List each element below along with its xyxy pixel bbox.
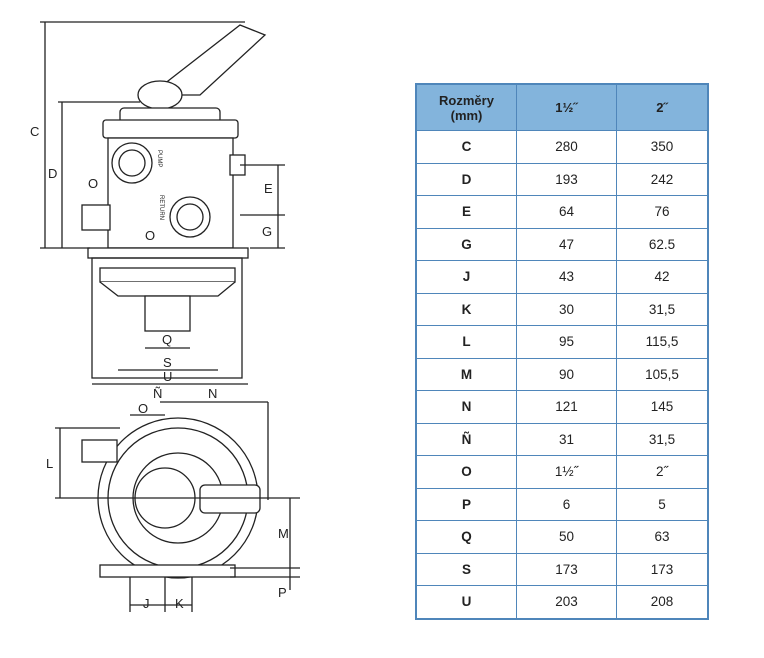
dimension-value: 50 [516,520,617,554]
dimension-value: 43 [516,260,617,294]
dimension-value: 30 [516,292,617,326]
dimension-value: 90 [516,357,617,391]
label-n: N [208,386,217,401]
label-g: G [262,224,272,239]
dimension-value: 115,5 [616,325,709,359]
header-line1: Rozměry [439,92,494,108]
dimension-value: 63 [616,520,709,554]
dimension-value: 5 [616,487,709,521]
dimension-value: 105,5 [616,357,709,391]
dimension-key: E [415,195,517,229]
dimension-value: 193 [516,162,617,196]
dimension-value: 62.5 [616,227,709,261]
dimension-value: 121 [516,390,617,424]
dimension-value: 47 [516,227,617,261]
dimension-key: O [415,455,517,489]
dimension-value: 31 [516,422,617,456]
dimension-value: 145 [616,390,709,424]
dimension-key: P [415,487,517,521]
label-o-top: O [88,176,98,191]
label-d: D [48,166,57,181]
label-o-mid: O [145,228,155,243]
label-s: S [163,355,172,370]
label-l: L [46,456,53,471]
return-text: RETURN [158,195,164,220]
header-size-2: 2˝ [616,83,709,131]
dimension-value: 31,5 [616,422,709,456]
dimension-value: 173 [616,552,709,586]
dimension-value: 203 [516,585,617,619]
header-dimensions: Rozměry(mm) [415,83,517,131]
dimension-key: S [415,552,517,586]
label-c: C [30,124,39,139]
label-m: M [278,526,289,541]
label-n-tilde: Ñ [153,386,162,401]
dimension-value: 350 [616,130,709,164]
dimension-key: J [415,260,517,294]
dimension-value: 242 [616,162,709,196]
dimension-value: 95 [516,325,617,359]
dimension-key: Ñ [415,422,517,456]
dimension-key: Q [415,520,517,554]
dimension-value: 173 [516,552,617,586]
label-o-bottom: O [138,401,148,416]
dimension-value: 280 [516,130,617,164]
label-u: U [163,369,172,384]
dimension-value: 31,5 [616,292,709,326]
header-line2: (mm) [450,107,483,123]
table-header-row: Rozměry(mm) 1½˝ 2˝ [415,83,709,131]
valve-dimension-diagram: C D O E O G Q S U Ñ N O L M P J K PUMP R… [30,21,300,612]
dimension-key: K [415,292,517,326]
dimension-key: G [415,227,517,261]
dimension-value: 2˝ [616,455,709,489]
dimension-key: U [415,585,517,619]
label-k: K [175,596,184,611]
dimension-key: M [415,357,517,391]
dimension-value: 42 [616,260,709,294]
dimension-value: 208 [616,585,709,619]
pump-text: PUMP [156,150,162,167]
header-size-1-5: 1½˝ [516,83,617,131]
valve-handle [148,24,267,96]
dimension-value: 64 [516,195,617,229]
dimension-value: 1½˝ [516,455,617,489]
dimension-key: C [415,130,517,164]
label-p: P [278,585,287,600]
label-e: E [264,181,273,196]
label-q: Q [162,332,172,347]
dimension-value: 76 [616,195,709,229]
dimension-value: 6 [516,487,617,521]
label-j: J [143,596,150,611]
dimension-key: L [415,325,517,359]
dimension-key: N [415,390,517,424]
dimension-key: D [415,162,517,196]
